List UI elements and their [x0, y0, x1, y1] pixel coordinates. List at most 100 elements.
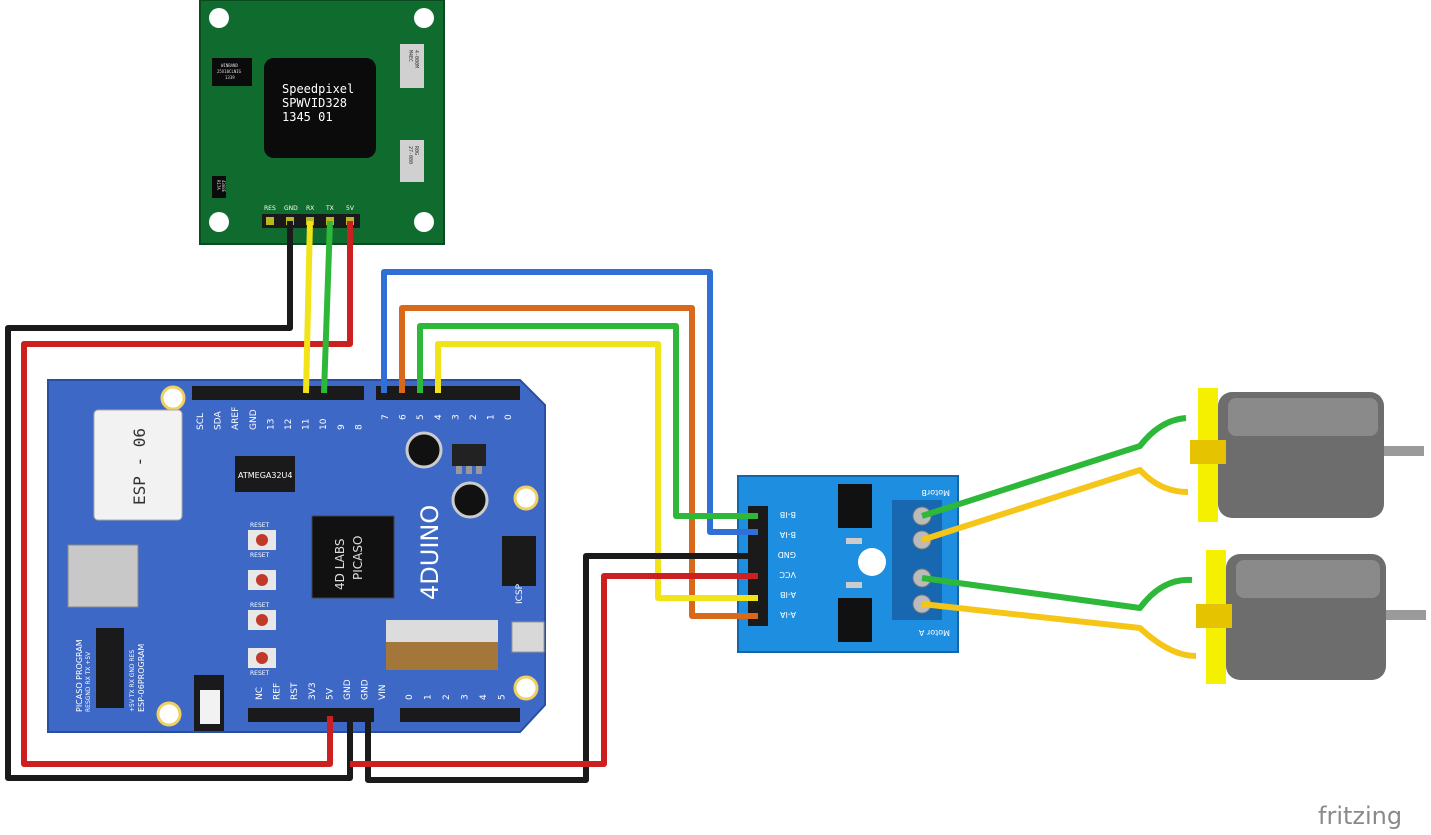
svg-text:M4EC: M4EC: [407, 50, 413, 62]
digital-pin-label-2: AREF: [231, 407, 241, 430]
svg-text:RESET: RESET: [250, 552, 270, 559]
wire-camera-5v: [21, 221, 353, 767]
digital-header-left: [192, 386, 364, 400]
driver-pin-label-1: B-IA: [779, 530, 796, 539]
svg-text:ICSP: ICSP: [515, 583, 525, 604]
digital-pin-label-r-1: 6: [399, 414, 409, 420]
digital-pin-label-5: 12: [284, 419, 294, 430]
svg-text:1339: 1339: [225, 75, 235, 80]
motor-b-label: MotorB: [921, 488, 950, 497]
analog-pin-label-3: 3: [461, 694, 471, 700]
svg-text:RESET: RESET: [250, 602, 270, 609]
power-header: [248, 708, 374, 722]
reset-buttons: RESET RESET RESET RESET: [248, 522, 276, 677]
driver-pin-label-2: GND: [778, 550, 796, 559]
digital-pin-label-r-5: 2: [469, 414, 479, 420]
pin-label-5v: 5V: [346, 205, 355, 212]
driver-pin-label-0: B-IB: [780, 510, 796, 519]
power-pin-label-4: 5V: [325, 687, 335, 700]
digital-pin-label-r-3: 4: [434, 414, 444, 420]
pin-label-tx: TX: [325, 205, 334, 212]
svg-text:ESP-06PROGRAM: ESP-06PROGRAM: [137, 644, 146, 712]
analog-pin-label-5: 5: [498, 694, 508, 700]
camera-module: Speedpixel SPWVID328 1345 01 WINBAND 25X…: [199, 0, 445, 245]
digital-pin-label-4: 13: [266, 419, 276, 430]
digital-pin-label-r-0: 7: [381, 414, 391, 420]
digital-pin-label-7: 10: [319, 418, 329, 430]
motor-a-label: Motor A: [918, 628, 950, 637]
svg-text:27-080: 27-080: [407, 146, 413, 164]
crystal-2: [400, 140, 424, 182]
wire-motor-b-2: [921, 467, 1189, 543]
driver-pin-label-4: A-IB: [780, 590, 796, 599]
camera-chip-line-2: SPWVID328: [282, 96, 347, 110]
regulator-chip: [212, 176, 226, 198]
camera-chip-line-1: Speedpixel: [282, 82, 354, 96]
4duino-board: ESP - 06 ATMEGA32U4 4D LABS PICASO 4DUIN…: [47, 379, 546, 733]
wire-orange: [399, 305, 758, 619]
digital-pin-label-3: GND: [249, 409, 259, 430]
esp-module: [93, 409, 183, 521]
pin-label-gnd: GND: [284, 205, 298, 212]
wire-driver-vcc: [350, 573, 758, 767]
wire-driver-gnd: [365, 553, 758, 783]
atmega-label: ATMEGA32U4: [238, 471, 293, 480]
svg-text:25X10CLNIG: 25X10CLNIG: [217, 69, 242, 74]
picaso-line-1: 4D LABS: [333, 539, 347, 591]
camera-chip-line-3: 1345 01: [282, 110, 333, 124]
pin-label-rx: RX: [306, 205, 314, 212]
wire-blue: [381, 269, 758, 535]
svg-text:PICASO PROGRAM: PICASO PROGRAM: [75, 639, 84, 712]
digital-header-right: [376, 386, 520, 400]
analog-pin-label-0: 0: [405, 694, 415, 700]
wire-yellow: [435, 341, 758, 601]
svg-text:RESGND RX TX +5V: RESGND RX TX +5V: [85, 651, 92, 712]
svg-text:RESET: RESET: [250, 670, 270, 677]
usb-port: [511, 621, 545, 653]
power-pin-label-2: RST: [290, 682, 300, 700]
wires: [5, 220, 1197, 783]
digital-pin-label-r-4: 3: [451, 414, 461, 420]
fritzing-watermark: fritzing: [1318, 802, 1402, 830]
digital-pin-label-1: SDA: [214, 411, 224, 430]
flash-chip: [212, 58, 252, 86]
svg-text:R17A: R17A: [216, 180, 221, 190]
svg-text:RESET: RESET: [250, 522, 270, 529]
program-header: [96, 628, 124, 708]
analog-pin-label-2: 2: [442, 694, 452, 700]
motor-b: [1190, 388, 1424, 522]
wire-rx: [303, 220, 313, 394]
power-pin-label-7: VIN: [378, 684, 388, 700]
crystal-1: [400, 44, 424, 88]
svg-text:R0G: R0G: [413, 146, 419, 155]
wire-camera-gnd: [5, 221, 353, 781]
digital-pin-label-r-2: 5: [416, 414, 426, 420]
wire-motor-b-1: [921, 415, 1187, 519]
camera-main-chip: [264, 58, 376, 158]
driver-pin-label-5: A-IA: [779, 610, 796, 619]
analog-pin-label-4: 4: [479, 694, 489, 700]
digital-pin-label-8: 9: [337, 424, 347, 430]
svg-text:WINBAND: WINBAND: [221, 63, 238, 68]
esp-label: ESP - 06: [130, 428, 149, 505]
wire-motor-a-2: [921, 601, 1197, 659]
power-pin-label-6: GND: [361, 679, 371, 700]
driver-pin-header: [748, 506, 768, 626]
motor-a: [1196, 550, 1426, 684]
power-pin-label-1: REF: [273, 683, 283, 700]
board-brand: 4DUINO: [416, 505, 444, 600]
power-pin-label-5: GND: [343, 679, 353, 700]
wire-motor-a-1: [921, 575, 1193, 611]
atmega-chip: [235, 456, 295, 492]
analog-header: [400, 708, 520, 722]
svg-text:4308E: 4308E: [221, 180, 226, 193]
digital-pin-label-r-6: 1: [487, 414, 497, 420]
wire-green: [417, 323, 758, 519]
picaso-chip: [311, 515, 395, 599]
